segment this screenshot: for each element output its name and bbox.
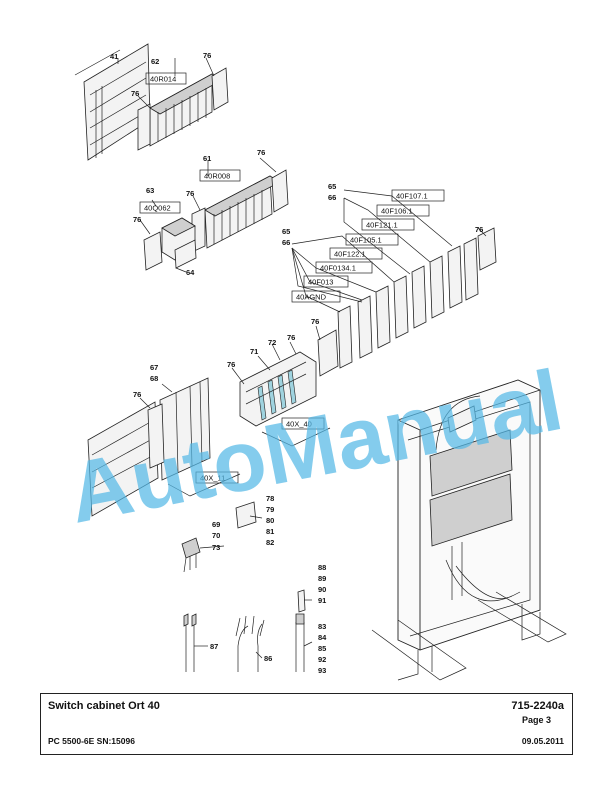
tag-40F0134-1: 40F0134.1: [320, 264, 356, 273]
callout-62: 62: [151, 57, 159, 66]
page-number: Page 3: [521, 715, 551, 725]
callout-66: 66: [282, 238, 290, 247]
callout-63: 63: [146, 186, 154, 195]
callout-81: 81: [266, 527, 274, 536]
callout-41: 41: [110, 52, 118, 61]
callout-76: 76: [311, 317, 319, 326]
document-number: 715-2240a: [511, 700, 564, 712]
tag-40F013: 40F013: [308, 278, 333, 287]
callout-76: 76: [475, 225, 483, 234]
tag-40R008: 40R008: [204, 172, 230, 181]
callout-71: 71: [250, 347, 258, 356]
cable-single: [295, 613, 305, 672]
callout-68: 68: [150, 374, 158, 383]
callout-84: 84: [318, 633, 327, 642]
callout-80: 80: [266, 516, 274, 525]
issue-date: 09.05.2011: [521, 736, 564, 746]
drawing-title: Switch cabinet Ort 40: [48, 700, 160, 712]
callout-89: 89: [318, 574, 326, 583]
title-block: Switch cabinet Ort 40 715-2240a Page 3 P…: [40, 693, 573, 755]
tag-40X-11: 40X_11: [200, 474, 225, 483]
tag-40AGND: 40AGND: [296, 293, 327, 302]
callout-72: 72: [268, 338, 276, 347]
leader-lines: [137, 57, 487, 659]
callout-91: 91: [318, 596, 326, 605]
callout-70: 70: [212, 531, 220, 540]
callout-76: 76: [227, 360, 235, 369]
terminal-group-40X40: [239, 351, 331, 447]
switch-cabinet-40: [371, 379, 567, 681]
callout-61: 61: [203, 154, 211, 163]
tag-40Q062: 40Q062: [144, 204, 171, 213]
tag-40F107-1: 40F107.1: [396, 192, 428, 201]
callout-85: 85: [318, 644, 326, 653]
tag-40F122-1: 40F122.1: [334, 250, 366, 259]
callout-65: 65: [328, 182, 336, 191]
callout-87: 87: [210, 642, 218, 651]
callout-76: 76: [186, 189, 194, 198]
callout-79: 79: [266, 505, 274, 514]
tag-40F105-1: 40F105.1: [350, 236, 382, 245]
tag-40F106-1: 40F106.1: [381, 207, 413, 216]
callout-64: 64: [186, 268, 195, 277]
callout-76: 76: [203, 51, 211, 60]
callout-73: 73: [212, 543, 220, 552]
tag-40R014: 40R014: [150, 75, 176, 84]
callout-76: 76: [133, 390, 141, 399]
din-rail-upper: [74, 43, 151, 161]
relay-40Q062: [143, 217, 197, 271]
callout-90: 90: [318, 585, 326, 594]
tag-40X-40: 40X_40: [286, 420, 312, 429]
callout-83: 83: [318, 622, 326, 631]
resistor-block-40R008: [191, 169, 289, 253]
callout-76: 76: [131, 89, 139, 98]
callout-76: 76: [133, 215, 141, 224]
callout-88: 88: [318, 563, 326, 572]
diode-component: [181, 537, 201, 573]
cable-twin: [183, 613, 197, 672]
callout-76: 76: [257, 148, 265, 157]
callout-76: 76: [287, 333, 295, 342]
callout-92: 92: [318, 655, 326, 664]
callout-93: 93: [318, 666, 326, 675]
fuse-holder-row: [317, 227, 497, 377]
wire-end-pin: [297, 589, 306, 613]
insulating-plate: [235, 501, 257, 529]
callout-69: 69: [212, 520, 220, 529]
terminal-group-40X11: [87, 377, 241, 517]
reference-tags: 40R014 40R008 40Q062 40F107.1 40F106.1 4…: [139, 72, 445, 484]
callout-66: 66: [328, 193, 336, 202]
callouts: 41 62 76 76 61 76 63 76 76 64 65 66 65 6…: [110, 51, 483, 675]
cable-multicore: [235, 615, 265, 672]
callout-82: 82: [266, 538, 274, 547]
machine-serial: PC 5500-6E SN:15096: [48, 736, 135, 746]
tag-40F121-1: 40F121.1: [366, 221, 398, 230]
callout-78: 78: [266, 494, 274, 503]
callout-86: 86: [264, 654, 272, 663]
callout-65: 65: [282, 227, 290, 236]
resistor-block-40R014: [137, 67, 229, 151]
callout-67: 67: [150, 363, 158, 372]
